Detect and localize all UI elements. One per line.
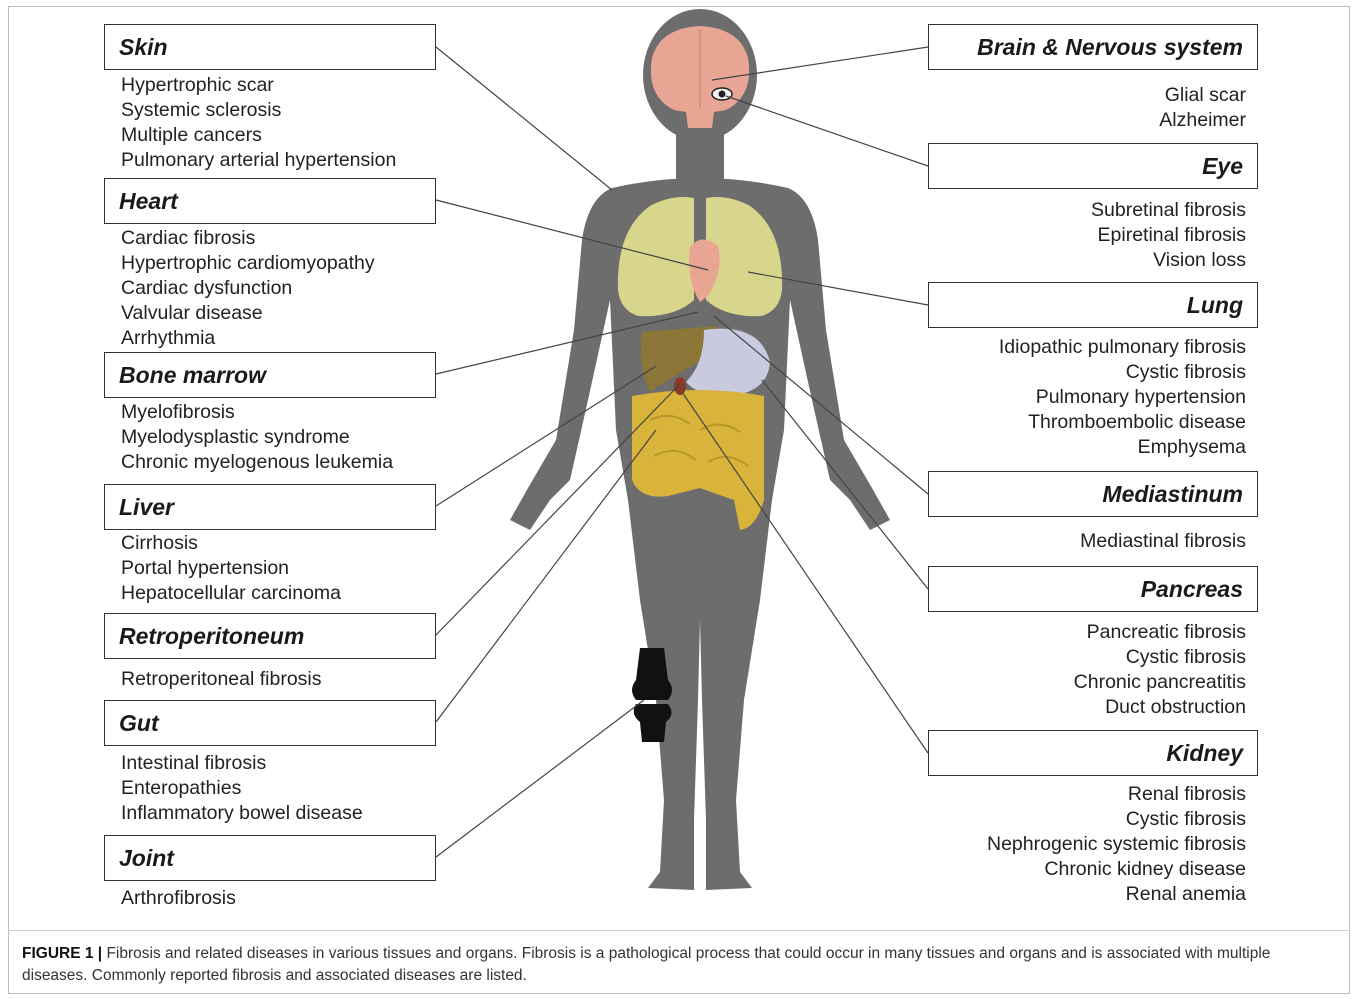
disease-item: Subretinal fibrosis [1091, 198, 1246, 223]
disease-item: Enteropathies [121, 776, 363, 801]
disease-list-joint: Arthrofibrosis [121, 886, 236, 911]
disease-item: Cirrhosis [121, 531, 341, 556]
disease-item: Arthrofibrosis [121, 886, 236, 911]
disease-item: Epiretinal fibrosis [1091, 223, 1246, 248]
organ-box-eye: Eye [928, 143, 1258, 189]
disease-item: Nephrogenic systemic fibrosis [987, 832, 1246, 857]
disease-item: Hypertrophic scar [121, 73, 396, 98]
figure-caption: FIGURE 1 | Fibrosis and related diseases… [22, 943, 1322, 987]
caption-divider [8, 930, 1350, 931]
disease-item: Valvular disease [121, 301, 375, 326]
organ-box-liver: Liver [104, 484, 436, 530]
disease-item: Cardiac dysfunction [121, 276, 375, 301]
disease-item: Glial scar [1159, 83, 1246, 108]
connector-eye [726, 96, 928, 166]
disease-list-pancreas: Pancreatic fibrosis Cystic fibrosis Chro… [1074, 620, 1246, 720]
organ-box-gut: Gut [104, 700, 436, 746]
disease-item: Emphysema [999, 435, 1246, 460]
organ-box-kidney: Kidney [928, 730, 1258, 776]
organ-box-joint: Joint [104, 835, 436, 881]
disease-item: Chronic myelogenous leukemia [121, 450, 393, 475]
organ-title: Bone marrow [119, 364, 266, 387]
disease-item: Chronic pancreatitis [1074, 670, 1246, 695]
disease-item: Mediastinal fibrosis [1080, 529, 1246, 554]
disease-item: Intestinal fibrosis [121, 751, 363, 776]
disease-item: Retroperitoneal fibrosis [121, 667, 322, 692]
organ-title: Pancreas [1141, 578, 1243, 601]
organ-box-bone-marrow: Bone marrow [104, 352, 436, 398]
disease-item: Pancreatic fibrosis [1074, 620, 1246, 645]
caption-label: FIGURE 1 | [22, 945, 102, 962]
disease-item: Multiple cancers [121, 123, 396, 148]
disease-item: Renal fibrosis [987, 782, 1246, 807]
organ-title: Retroperitoneum [119, 625, 304, 648]
eye-shape [712, 88, 732, 100]
organ-title: Heart [119, 190, 178, 213]
organ-title: Skin [119, 36, 168, 59]
disease-item: Pulmonary arterial hypertension [121, 148, 396, 173]
connector-joint [436, 700, 644, 857]
disease-item: Portal hypertension [121, 556, 341, 581]
disease-item: Cystic fibrosis [987, 807, 1246, 832]
disease-item: Hepatocellular carcinoma [121, 581, 341, 606]
organ-box-skin: Skin [104, 24, 436, 70]
disease-list-gut: Intestinal fibrosis Enteropathies Inflam… [121, 751, 363, 826]
organ-box-brain: Brain & Nervous system [928, 24, 1258, 70]
organ-title: Lung [1187, 294, 1243, 317]
disease-item: Alzheimer [1159, 108, 1246, 133]
organ-title: Liver [119, 496, 174, 519]
disease-item: Cystic fibrosis [999, 360, 1246, 385]
disease-item: Vision loss [1091, 248, 1246, 273]
disease-item: Chronic kidney disease [987, 857, 1246, 882]
disease-list-retroperitoneum: Retroperitoneal fibrosis [121, 667, 322, 692]
disease-item: Cardiac fibrosis [121, 226, 375, 251]
disease-item: Myelodysplastic syndrome [121, 425, 393, 450]
disease-item: Myelofibrosis [121, 400, 393, 425]
disease-item: Hypertrophic cardiomyopathy [121, 251, 375, 276]
organ-title: Mediastinum [1102, 483, 1243, 506]
disease-list-brain: Glial scar Alzheimer [1159, 83, 1246, 133]
disease-item: Cystic fibrosis [1074, 645, 1246, 670]
organ-box-mediastinum: Mediastinum [928, 471, 1258, 517]
disease-item: Inflammatory bowel disease [121, 801, 363, 826]
disease-list-skin: Hypertrophic scar Systemic sclerosis Mul… [121, 73, 396, 173]
organ-title: Eye [1202, 155, 1243, 178]
disease-list-bone-marrow: Myelofibrosis Myelodysplastic syndrome C… [121, 400, 393, 475]
organ-title: Brain & Nervous system [977, 36, 1243, 59]
disease-item: Duct obstruction [1074, 695, 1246, 720]
kidney-shape [674, 377, 686, 395]
disease-item: Renal anemia [987, 882, 1246, 907]
disease-list-eye: Subretinal fibrosis Epiretinal fibrosis … [1091, 198, 1246, 273]
organ-box-heart: Heart [104, 178, 436, 224]
organ-title: Joint [119, 847, 174, 870]
organ-title: Kidney [1166, 742, 1243, 765]
disease-item: Idiopathic pulmonary fibrosis [999, 335, 1246, 360]
connector-skin [436, 47, 612, 190]
connector-pancreas [762, 380, 928, 589]
disease-list-mediastinum: Mediastinal fibrosis [1080, 529, 1246, 554]
disease-item: Arrhythmia [121, 326, 375, 351]
disease-item: Systemic sclerosis [121, 98, 396, 123]
organ-box-retroperitoneum: Retroperitoneum [104, 613, 436, 659]
disease-list-liver: Cirrhosis Portal hypertension Hepatocell… [121, 531, 341, 606]
caption-text: Fibrosis and related diseases in various… [22, 945, 1270, 984]
disease-list-lung: Idiopathic pulmonary fibrosis Cystic fib… [999, 335, 1246, 460]
organ-title: Gut [119, 712, 159, 735]
organ-box-pancreas: Pancreas [928, 566, 1258, 612]
disease-list-heart: Cardiac fibrosis Hypertrophic cardiomyop… [121, 226, 375, 351]
disease-item: Thromboembolic disease [999, 410, 1246, 435]
disease-list-kidney: Renal fibrosis Cystic fibrosis Nephrogen… [987, 782, 1246, 907]
disease-item: Pulmonary hypertension [999, 385, 1246, 410]
organ-box-lung: Lung [928, 282, 1258, 328]
